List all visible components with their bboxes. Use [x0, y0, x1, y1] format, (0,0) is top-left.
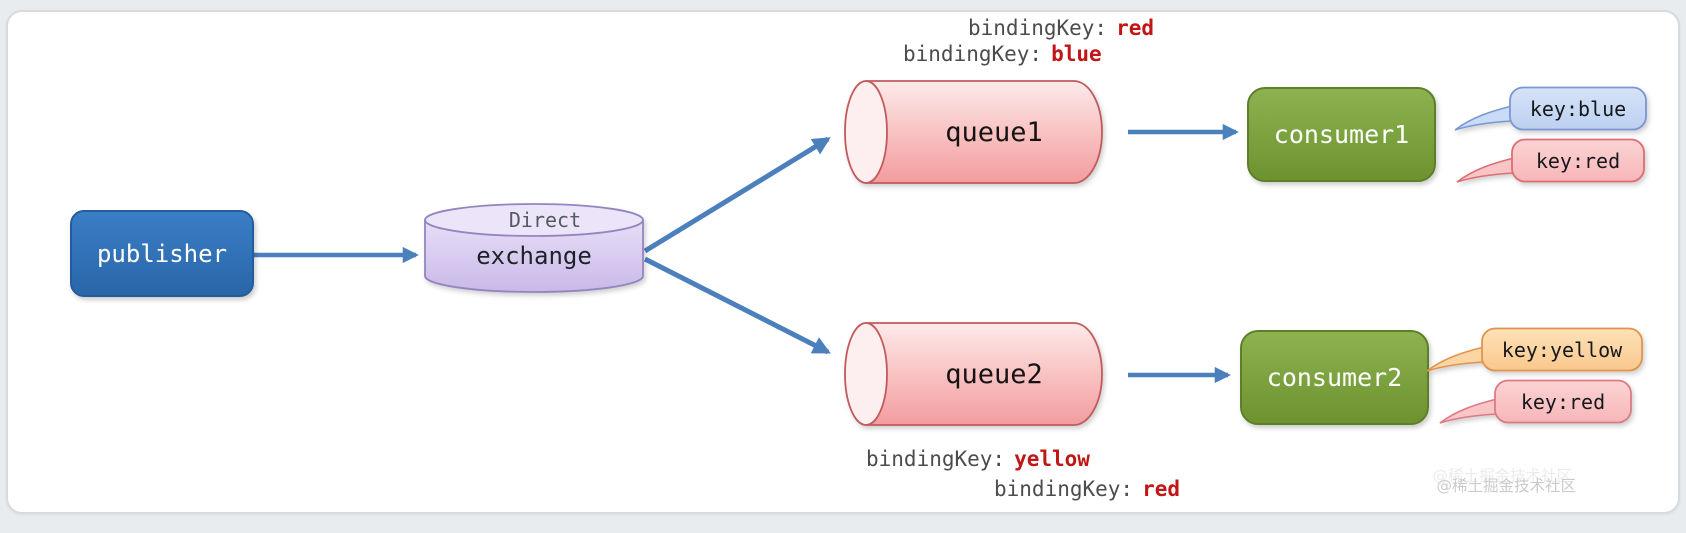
- tag-body: [1494, 379, 1632, 424]
- binding-value: yellow: [1014, 447, 1090, 471]
- binding-value: red: [1142, 477, 1181, 501]
- binding-label-red-bottom: bindingKey: red: [994, 477, 1180, 501]
- watermark-ghost-text: @稀土掘金技术社区: [1432, 467, 1572, 485]
- exchange-kind-label: Direct: [509, 208, 581, 232]
- binding-label-blue-top: bindingKey: blue: [903, 42, 1102, 66]
- queue1-body: [865, 80, 1103, 184]
- publisher-node: publisher: [70, 210, 254, 297]
- binding-prefix: bindingKey:: [994, 477, 1134, 501]
- consumer1-label: consumer1: [1273, 120, 1410, 149]
- tag-body: [1481, 327, 1643, 372]
- tag-bubble-key-yellow: key:yellow: [1426, 327, 1643, 372]
- binding-prefix: bindingKey:: [968, 16, 1108, 40]
- binding-value: red: [1116, 16, 1155, 40]
- tag-tail: [1439, 397, 1498, 424]
- tag-label-key-blue: key:blue: [1530, 97, 1626, 121]
- watermark-text: @稀土掘金技术社区: [1436, 477, 1576, 495]
- watermark: @稀土掘金技术社区 @稀土掘金技术社区: [1390, 467, 1576, 498]
- tag-label-key-yellow: key:yellow: [1502, 338, 1623, 362]
- consumer2-node: consumer2: [1240, 330, 1429, 425]
- queue2-cap: [844, 322, 888, 426]
- consumer1-node: consumer1: [1247, 87, 1436, 182]
- binding-prefix: bindingKey:: [903, 42, 1043, 66]
- queue2-body: [865, 322, 1103, 426]
- queue1-cap: [844, 80, 888, 184]
- binding-value: blue: [1051, 42, 1102, 66]
- tag-bubble-key-blue: key:blue: [1454, 86, 1647, 131]
- tag-label-key-red-2: key:red: [1521, 390, 1605, 414]
- exchange-label: exchange: [476, 242, 592, 270]
- queue1-label: queue1: [945, 117, 1043, 148]
- consumer2-label: consumer2: [1266, 363, 1403, 392]
- tag-tail: [1426, 345, 1485, 372]
- exchange-cylinder-body: [424, 220, 644, 293]
- publisher-label: publisher: [96, 239, 228, 268]
- binding-prefix: bindingKey:: [866, 447, 1006, 471]
- tag-body: [1509, 86, 1647, 131]
- tag-body: [1511, 138, 1645, 183]
- tag-tail: [1454, 104, 1513, 131]
- binding-label-yellow-bottom: bindingKey: yellow: [866, 447, 1090, 471]
- queue2-node: queue2: [844, 322, 1103, 426]
- tag-label-key-red: key:red: [1536, 149, 1620, 173]
- binding-label-red-top: bindingKey: red: [968, 16, 1154, 40]
- exchange-node: Direct exchange: [424, 203, 644, 293]
- tag-bubble-key-red-2: key:red: [1439, 379, 1632, 424]
- tag-bubble-key-red-1: key:red: [1456, 138, 1645, 183]
- queue2-label: queue2: [945, 359, 1043, 390]
- tag-tail: [1456, 156, 1515, 183]
- queue1-node: queue1: [844, 80, 1103, 184]
- exchange-cylinder-top: [424, 203, 644, 237]
